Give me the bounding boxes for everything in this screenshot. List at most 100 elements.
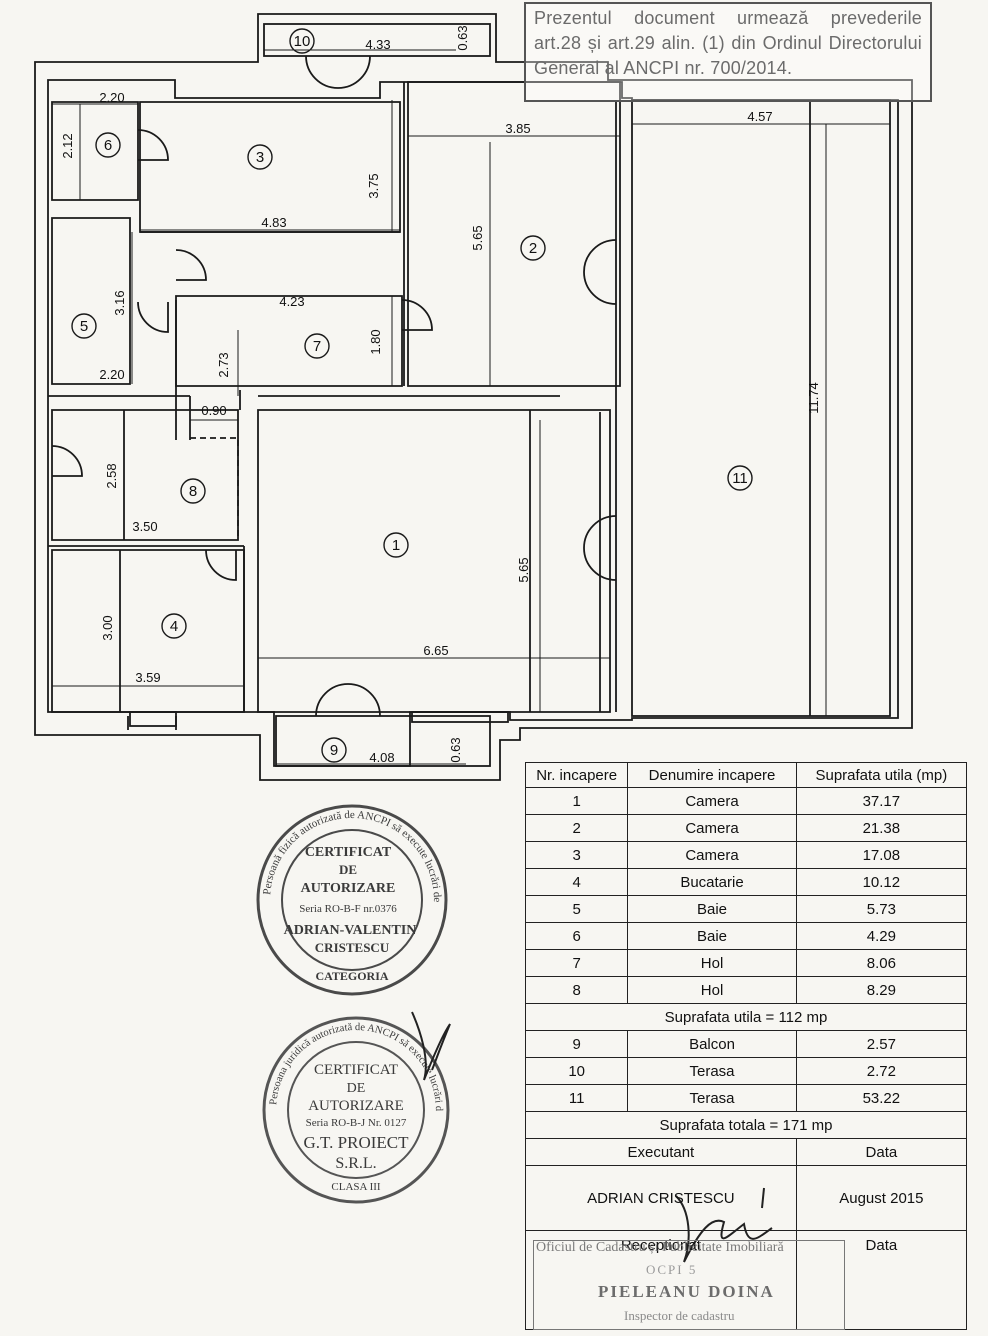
room-name: Baie (627, 922, 797, 950)
executant-label: Executant (525, 1138, 797, 1166)
room-number: 4 (170, 618, 178, 635)
total-text: Suprafata totala = 171 mp (525, 1111, 967, 1139)
dimension-label: 0.90 (201, 403, 226, 418)
room-number: 8 (189, 483, 197, 500)
dimension-label: 3.50 (132, 519, 157, 534)
door-arc (137, 129, 169, 161)
room-area: 2.72 (795, 1057, 968, 1085)
room-area: 8.29 (795, 976, 968, 1004)
stamp-line: DE (347, 1081, 366, 1096)
room-number: 9 (330, 742, 338, 759)
room-nr: 11 (524, 1084, 629, 1112)
office-stamp-line: Oficiul de Cadastru și Publicitate Imobi… (536, 1240, 784, 1255)
room-area: 17.08 (795, 841, 968, 869)
door-double (583, 239, 617, 305)
room-number: 5 (80, 318, 88, 335)
room-name: Camera (627, 787, 797, 815)
room-nr: 4 (524, 868, 629, 896)
office-stamp-code: OCPI 5 (646, 1262, 698, 1277)
room-area: 8.06 (795, 949, 968, 977)
room-nr: 9 (524, 1030, 629, 1058)
stamp-category: CATEGORIA (315, 969, 388, 983)
stamp-line: AUTORIZARE (308, 1098, 404, 1114)
room-3 (139, 101, 401, 233)
room-name: Bucatarie (627, 868, 797, 896)
room-number: 11 (732, 470, 748, 487)
executant-label-row: Executant Data (525, 1138, 968, 1166)
room-name: Hol (627, 976, 797, 1004)
door-arc (205, 549, 237, 581)
dimension-label: 1.80 (368, 329, 383, 354)
executant-date: August 2015 (795, 1165, 968, 1231)
room-name: Camera (627, 841, 797, 869)
dimension-label: 3.75 (366, 173, 381, 198)
room-nr: 2 (524, 814, 629, 842)
room-name: Camera (627, 814, 797, 842)
door-arc (175, 249, 207, 281)
terrace-10 (263, 23, 491, 57)
dimension-label: 2.20 (99, 367, 124, 382)
door-arc (137, 301, 169, 333)
room-name: Terasa (627, 1084, 797, 1112)
office-stamp-name: PIELEANU DOINA (598, 1282, 775, 1301)
room-name: Hol (627, 949, 797, 977)
column-header: Nr. incapere (524, 762, 629, 788)
data-label: Data (795, 1138, 968, 1166)
legal-notice: Prezentul document urmează prevederile a… (524, 2, 932, 102)
dimension-label: 4.57 (747, 109, 772, 124)
stamp-icon: Persoană fizică autorizată de ANCPI să e… (256, 804, 448, 996)
stamp-line: AUTORIZARE (301, 881, 396, 896)
room-number: 1 (392, 537, 400, 554)
stamp-icon: Persoana juridică autorizată de ANCPI să… (262, 1016, 450, 1204)
total-row: Suprafata totala = 171 mp (525, 1111, 967, 1139)
door-double (305, 55, 371, 89)
room-area: 4.29 (795, 922, 968, 950)
stamp-line: G.T. PROIECT (304, 1133, 410, 1152)
door-double (583, 515, 617, 581)
dimension-label: 3.00 (100, 615, 115, 640)
stamp-line: Seria RO-B-J Nr. 0127 (306, 1117, 407, 1129)
stamp-line: CERTIFICAT (314, 1062, 398, 1078)
dimension-label: 4.83 (261, 215, 286, 230)
room-nr: 3 (524, 841, 629, 869)
room-area: 2.57 (795, 1030, 968, 1058)
dimension-label: 2.58 (104, 463, 119, 488)
stamp-line: CRISTESCU (315, 940, 390, 955)
outer-wall (34, 13, 913, 781)
room-nr: 6 (524, 922, 629, 950)
dimension-label: 0.63 (448, 737, 463, 762)
stamp-line: Seria RO-B-F nr.0376 (299, 903, 397, 915)
room-6 (51, 101, 139, 201)
room-number: 2 (529, 240, 537, 257)
room-number: 6 (104, 137, 112, 154)
room-2 (407, 81, 621, 387)
room-name: Balcon (627, 1030, 797, 1058)
dimension-label: 5.65 (516, 557, 531, 582)
room-nr: 8 (524, 976, 629, 1004)
office-stamp-title: Inspector de cadastru (624, 1308, 735, 1323)
dimension-label: 3.16 (112, 290, 127, 315)
dimension-label: 2.20 (99, 90, 124, 105)
column-header: Denumire incapere (627, 762, 797, 788)
room-area: 37.17 (795, 787, 968, 815)
dimension-label: 2.12 (60, 133, 75, 158)
room-area: 5.73 (795, 895, 968, 923)
dimension-label: 3.85 (505, 121, 530, 136)
table-header-row: Nr. incapere Denumire incapere Suprafata… (524, 762, 968, 788)
door-double (315, 683, 381, 717)
terrace-11 (631, 99, 891, 717)
data-label-2: Data (795, 1230, 968, 1330)
signature-icon (411, 1011, 451, 1081)
dimension-label: 6.65 (423, 643, 448, 658)
dimension-label: 3.59 (135, 670, 160, 685)
dimension-label: 5.65 (470, 225, 485, 250)
dimension-label: 2.73 (216, 352, 231, 377)
stamp-line: S.R.L. (335, 1155, 376, 1172)
room-area: 21.38 (795, 814, 968, 842)
